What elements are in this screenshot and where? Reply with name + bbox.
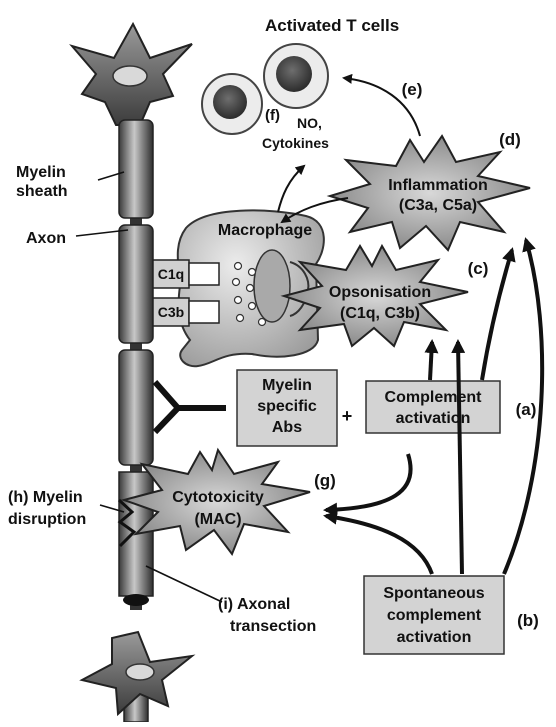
e-tag: (e) bbox=[402, 80, 423, 99]
nucleus-top bbox=[113, 66, 147, 86]
inflammation-label: Inflammation bbox=[388, 177, 488, 194]
arrow-spontaneous-to-cytotoxicity bbox=[326, 516, 432, 574]
c3b-label: C3b bbox=[158, 304, 184, 320]
spont-line-3: activation bbox=[397, 629, 472, 646]
spont-line-2: complement bbox=[387, 607, 482, 624]
macrophage-nucleus bbox=[254, 250, 290, 322]
axon-label: Axon bbox=[26, 230, 66, 247]
arrow-complement-to-cytotoxicity bbox=[326, 454, 411, 510]
f-tag: (f) bbox=[265, 107, 280, 124]
c1q-label: C1q bbox=[158, 266, 184, 282]
myelin-segment-1 bbox=[119, 120, 153, 218]
arrow-spontaneous-to-opsonisation bbox=[458, 342, 462, 574]
myelin-sheath-label-1: Myelin bbox=[16, 164, 66, 181]
axonal-transection-label-2: transection bbox=[230, 618, 316, 635]
myelin-segment-3 bbox=[119, 350, 153, 465]
axon-terminal bbox=[123, 594, 149, 606]
antibody-icon bbox=[155, 382, 226, 432]
nucleus-bottom bbox=[126, 664, 154, 680]
c3b-receptor bbox=[189, 301, 219, 323]
opsonisation-label: Opsonisation bbox=[329, 284, 431, 301]
complement-line-1: Complement bbox=[385, 389, 483, 406]
cytotoxicity-label: Cytotoxicity bbox=[172, 489, 264, 506]
opsonisation-sub-label: (C1q, C3b) bbox=[340, 305, 420, 322]
inflammation-sub-label: (C3a, C5a) bbox=[399, 197, 477, 214]
arrow-macrophage-to-cytokines bbox=[278, 166, 304, 212]
g-tag: (g) bbox=[314, 471, 336, 490]
c1q-receptor bbox=[189, 263, 219, 285]
myelin-segment-2 bbox=[119, 225, 153, 343]
myelin-disruption-label-1: (h) Myelin bbox=[8, 489, 83, 506]
a-tag: (a) bbox=[516, 400, 537, 419]
axon bbox=[119, 120, 153, 610]
spont-line-1: Spontaneous bbox=[383, 585, 484, 602]
f-line-1: NO, bbox=[297, 115, 322, 131]
d-tag: (d) bbox=[499, 130, 521, 149]
myelin-sheath-label-2: sheath bbox=[16, 183, 68, 200]
cytotoxicity-sub-label: (MAC) bbox=[194, 511, 241, 528]
macrophage-label: Macrophage bbox=[218, 222, 312, 239]
abs-line-3: Abs bbox=[272, 419, 302, 436]
activated-t-cells-label: Activated T cells bbox=[265, 16, 399, 35]
axonal-transection-label-1: (i) Axonal bbox=[218, 596, 290, 613]
abs-line-2: specific bbox=[257, 398, 317, 415]
arrow-complement-to-opsonisation bbox=[430, 342, 432, 380]
f-line-2: Cytokines bbox=[262, 135, 329, 151]
plus-sign: + bbox=[342, 406, 353, 426]
neuron-top bbox=[72, 24, 192, 125]
neuron-bottom bbox=[82, 632, 192, 722]
abs-line-1: Myelin bbox=[262, 377, 312, 394]
b-tag: (b) bbox=[517, 611, 539, 630]
pointer-axonal-transection bbox=[146, 566, 222, 602]
c-tag: (c) bbox=[468, 259, 489, 278]
myelin-disruption-label-2: disruption bbox=[8, 511, 86, 528]
